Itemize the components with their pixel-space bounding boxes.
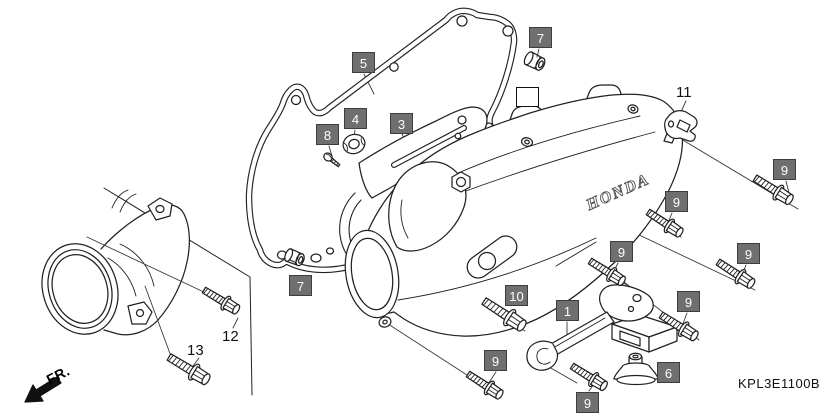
stay-bracket-1 [527,285,677,370]
callout-10-badge: 10 [505,285,528,306]
bolt-9-g [567,358,611,395]
part-number-12: 12 [222,328,239,345]
callout-7-badge-top: 7 [529,27,552,48]
rubber-mount-6 [614,353,658,384]
part-number-13: 13 [187,342,204,359]
callout-9-badge: 9 [484,350,507,371]
callout-3-badge: 3 [390,113,413,134]
callout-9-badge: 9 [737,243,760,264]
screw-8 [322,151,341,168]
callout-1-badge: 1 [556,300,579,321]
bolt-9-f [463,366,507,404]
fr-arrow-icon [25,377,61,402]
crankcase-cover: HONDA [339,85,683,336]
part-number-11: 11 [676,84,692,101]
callout-7-badge-left: 7 [289,275,312,296]
oil-seal-4 [341,132,368,157]
callout-9-badge: 9 [665,191,688,212]
gasket-outline [249,11,514,270]
crankcase-duct [31,190,190,344]
callout-8-badge: 8 [316,124,339,145]
dowel-collar-7-top [521,49,548,73]
clamp-11 [664,111,697,143]
callout-9-badge: 9 [576,392,599,413]
bolt-12 [199,282,244,318]
callout-9-badge: 9 [610,241,633,262]
callout-blank-box [516,87,539,107]
callout-9-badge: 9 [677,291,700,312]
inner-plate [311,107,487,272]
callout-4-badge: 4 [344,108,367,129]
callout-6-badge: 6 [657,362,680,383]
callout-9-badge: 9 [773,159,796,180]
callout-5-badge: 5 [352,52,375,73]
diagram-code: KPL3E1100B [738,376,821,391]
